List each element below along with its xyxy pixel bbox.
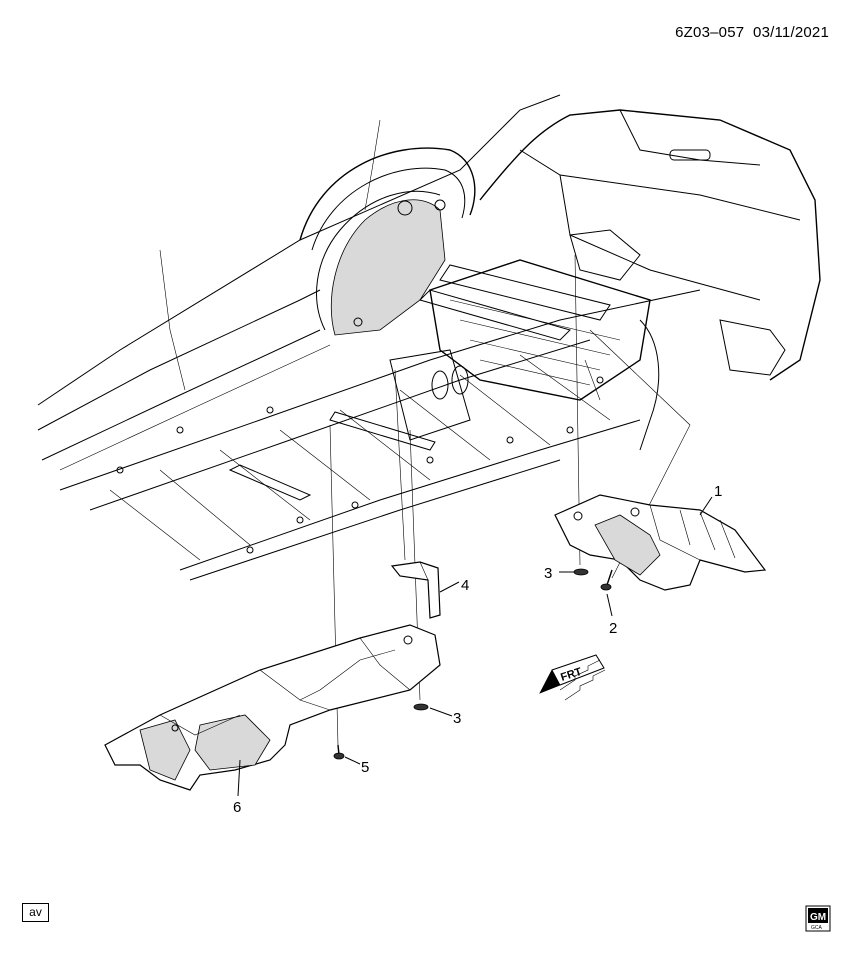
- callout-5: 5: [361, 759, 369, 776]
- vehicle-underbody: [37, 94, 821, 581]
- bracket-part-4: [390, 561, 441, 619]
- callout-6: 6: [233, 799, 241, 816]
- callout-1: 1: [714, 483, 722, 500]
- leader-lines: [237, 496, 713, 797]
- diagram-code-date: 6Z03–057 03/11/2021: [675, 24, 829, 41]
- front-direction-arrow: FRT: [539, 654, 606, 701]
- callout-3-upper: 3: [544, 565, 552, 582]
- gm-logo-subtext: GCA: [811, 925, 823, 931]
- gm-logo-text: GM: [810, 912, 826, 923]
- fastener-bolt-5: [333, 744, 345, 760]
- view-label-box: av: [22, 903, 49, 922]
- fastener-bolt-2: [600, 569, 613, 591]
- callout-3-lower: 3: [453, 710, 461, 727]
- callout-2: 2: [609, 620, 617, 637]
- fastener-nut-3-upper: [573, 568, 589, 576]
- fastener-nut-3-lower: [413, 703, 429, 711]
- callout-4: 4: [461, 577, 469, 594]
- arrow-head-icon: [539, 669, 561, 694]
- heat-shield-right: [554, 494, 767, 591]
- heat-shield-left: [104, 624, 441, 791]
- gm-logo: GM GCA: [805, 905, 831, 932]
